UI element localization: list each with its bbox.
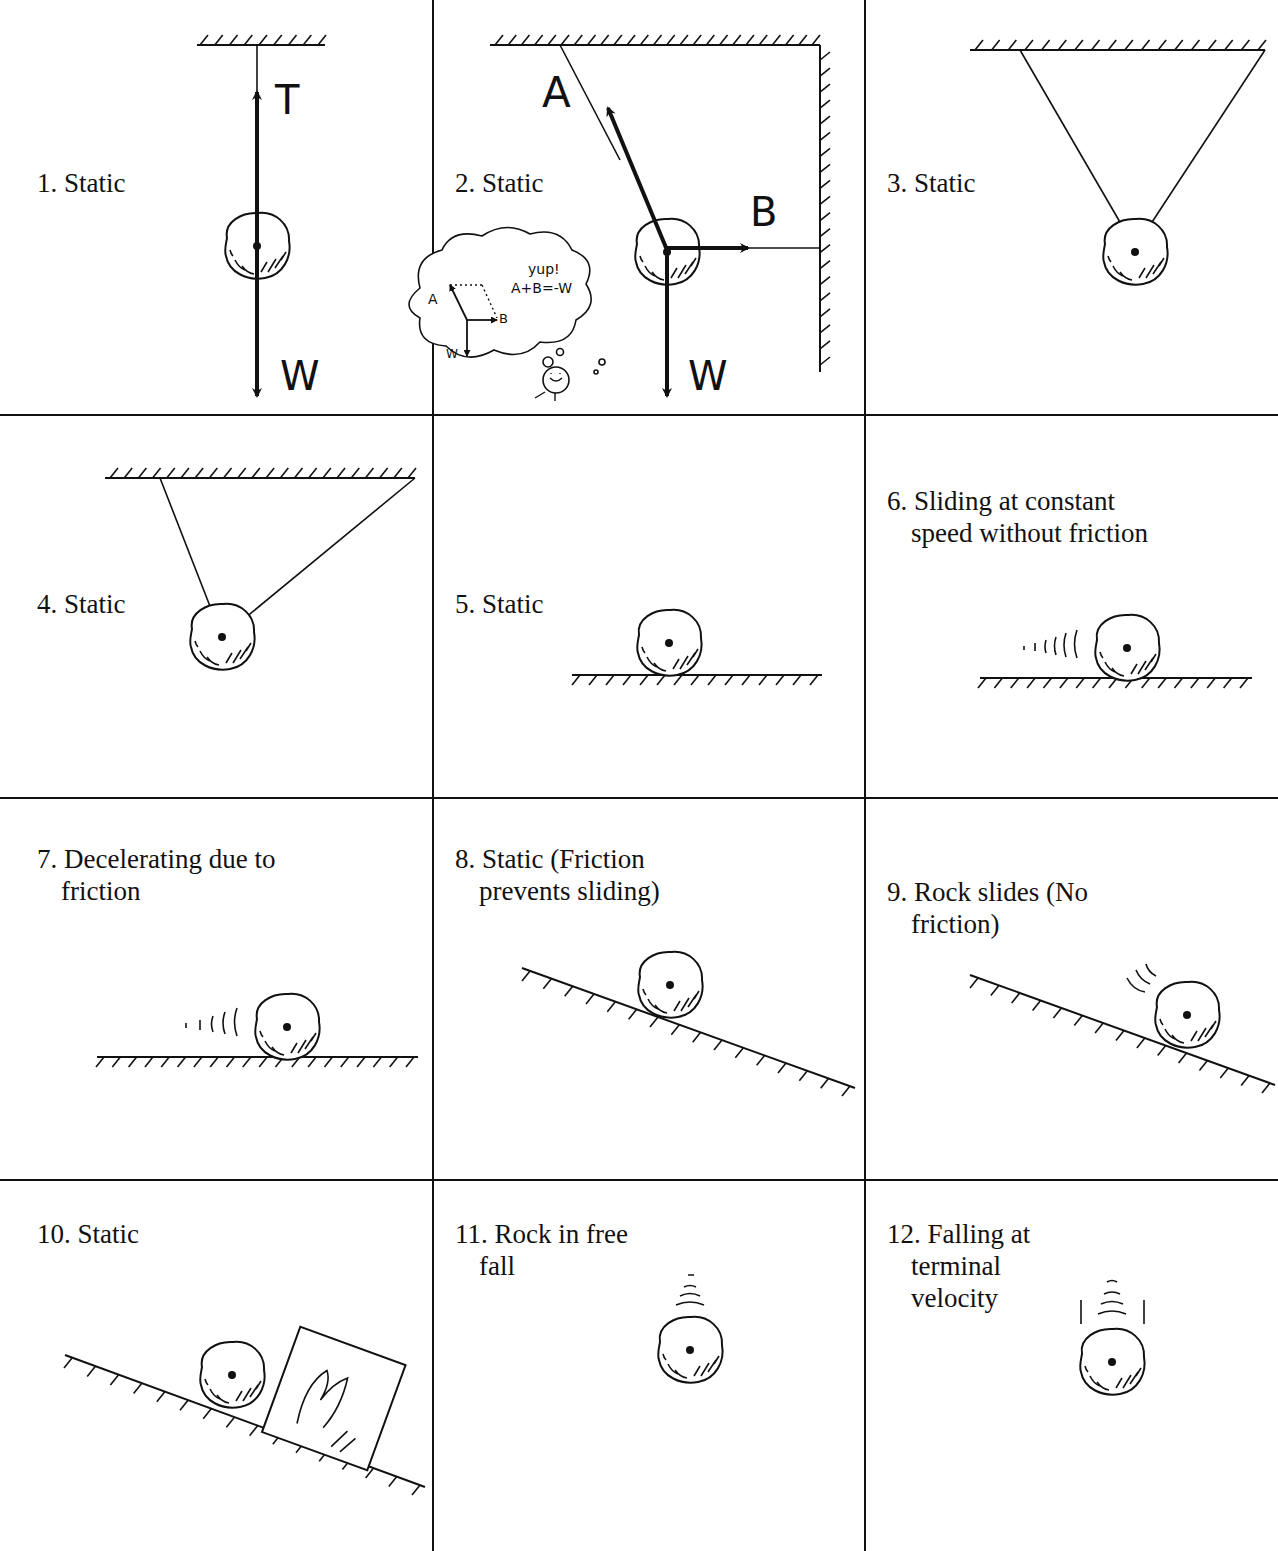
panel-caption: 6. Sliding at constant speed without fri… bbox=[887, 485, 1151, 549]
bubble-label: B bbox=[499, 312, 508, 325]
bubble-text: yup! bbox=[528, 262, 560, 276]
panel-caption: 9. Rock slides (No friction) bbox=[887, 876, 1121, 940]
panel-caption: 5. Static bbox=[455, 588, 544, 620]
force-label: W bbox=[280, 356, 320, 396]
panel-caption: 1. Static bbox=[37, 167, 126, 199]
panel-caption: 8. Static (Friction prevents sliding) bbox=[455, 843, 739, 907]
force-label: W bbox=[688, 356, 728, 396]
bubble-label: W bbox=[446, 348, 458, 360]
panel-caption: 4. Static bbox=[37, 588, 126, 620]
panel-caption: 10. Static bbox=[37, 1218, 139, 1250]
force-label: T bbox=[275, 80, 299, 120]
force-label: B bbox=[750, 192, 777, 232]
panel-caption: 12. Falling at terminal velocity bbox=[887, 1218, 1091, 1314]
panel-caption: 11. Rock in free fall bbox=[455, 1218, 649, 1282]
panel-caption: 2. Static bbox=[455, 167, 544, 199]
bubble-label: A bbox=[428, 292, 438, 306]
force-label: A bbox=[542, 72, 571, 114]
panel-caption: 3. Static bbox=[887, 167, 976, 199]
bubble-text: A+B=-W bbox=[511, 281, 572, 295]
panel-caption: 7. Decelerating due to friction bbox=[37, 843, 276, 907]
